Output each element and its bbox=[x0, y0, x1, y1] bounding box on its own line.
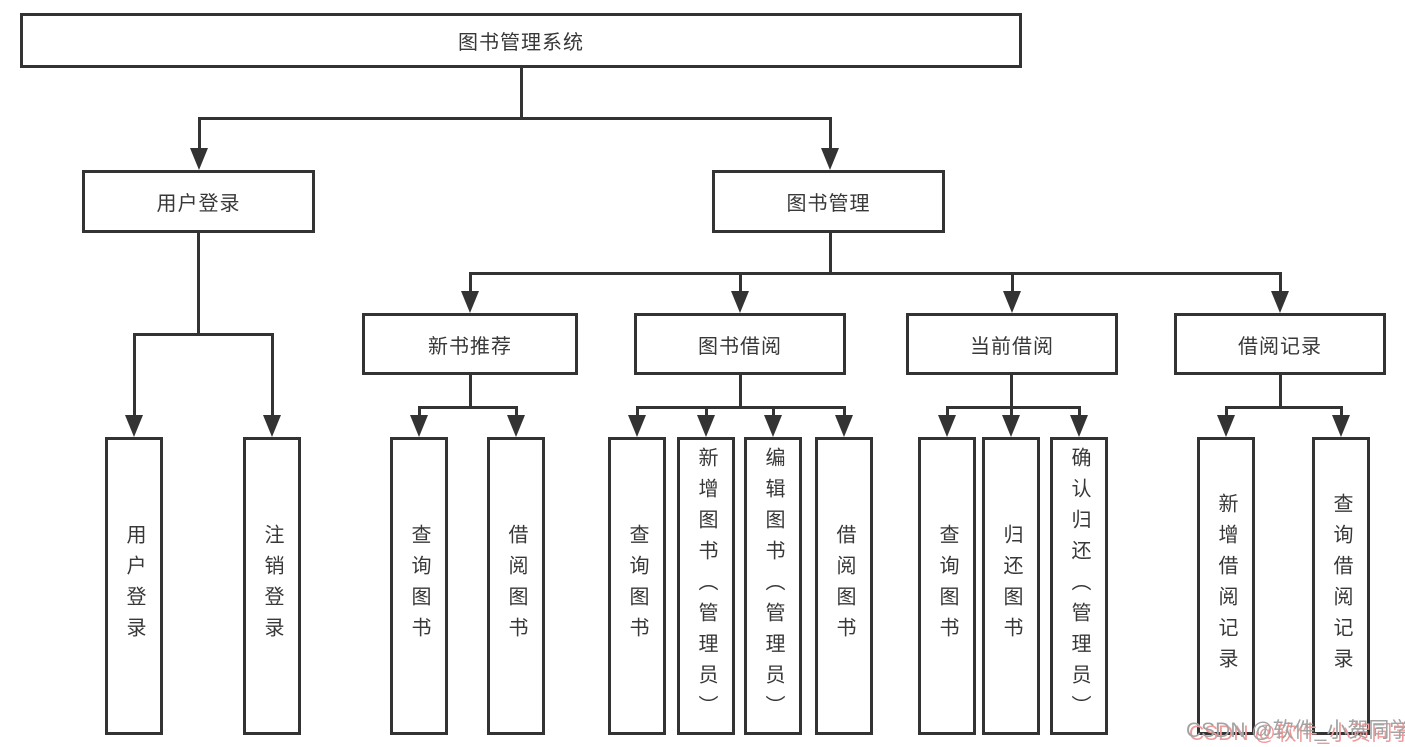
connector-line bbox=[418, 406, 518, 409]
leaf-label: 新增图书（管理员） bbox=[695, 446, 717, 726]
leaf-label: 借阅图书 bbox=[833, 524, 855, 648]
arrowhead-down-icon bbox=[1002, 415, 1020, 437]
node-new-book-recommend: 新书推荐 bbox=[362, 313, 578, 375]
arrowhead-down-icon bbox=[1271, 291, 1289, 313]
connector-line bbox=[198, 117, 201, 151]
connector-line bbox=[418, 406, 421, 417]
leaf-label: 确认归还（管理员） bbox=[1068, 446, 1090, 726]
leaf-user-login: 用户登录 bbox=[105, 437, 163, 735]
connector-line bbox=[1340, 406, 1343, 417]
arrowhead-down-icon bbox=[190, 148, 208, 170]
leaf-label: 查询图书 bbox=[936, 524, 958, 648]
arrowhead-down-icon bbox=[1217, 415, 1235, 437]
leaf-label: 注销登录 bbox=[261, 524, 283, 648]
leaf-label: 查询图书 bbox=[408, 524, 430, 648]
arrowhead-down-icon bbox=[628, 415, 646, 437]
connector-line bbox=[946, 406, 1081, 409]
leaf-logout: 注销登录 bbox=[243, 437, 301, 735]
arrowhead-down-icon bbox=[1332, 415, 1350, 437]
leaf-label: 借阅图书 bbox=[505, 524, 527, 648]
leaf-label: 编辑图书（管理员） bbox=[762, 446, 784, 726]
arrowhead-down-icon bbox=[731, 291, 749, 313]
connector-line bbox=[1010, 406, 1013, 417]
arrowhead-down-icon bbox=[461, 291, 479, 313]
connector-line bbox=[636, 406, 846, 409]
connector-line bbox=[1011, 272, 1014, 293]
connector-line bbox=[515, 406, 518, 417]
node-borrow-records: 借阅记录 bbox=[1174, 313, 1386, 375]
arrowhead-down-icon bbox=[1070, 415, 1088, 437]
connector-line bbox=[1279, 373, 1282, 409]
leaf-borrow-books: 借阅图书 bbox=[815, 437, 873, 735]
connector-line bbox=[636, 406, 639, 417]
arrowhead-down-icon bbox=[835, 415, 853, 437]
leaf-edit-books-admin: 编辑图书（管理员） bbox=[744, 437, 802, 735]
connector-line bbox=[469, 272, 1281, 275]
connector-line bbox=[1078, 406, 1081, 417]
node-root-system: 图书管理系统 bbox=[20, 13, 1022, 68]
node-book-borrow: 图书借阅 bbox=[634, 313, 846, 375]
connector-line bbox=[829, 231, 832, 275]
leaf-label: 用户登录 bbox=[123, 524, 145, 648]
connector-line bbox=[197, 231, 200, 335]
node-current-borrow: 当前借阅 bbox=[906, 313, 1118, 375]
arrowhead-down-icon bbox=[764, 415, 782, 437]
connector-line bbox=[1010, 373, 1013, 409]
leaf-label: 新增借阅记录 bbox=[1215, 493, 1237, 679]
node-label: 借阅记录 bbox=[1238, 335, 1322, 358]
connector-line bbox=[739, 373, 742, 409]
connector-line bbox=[843, 406, 846, 417]
arrowhead-down-icon bbox=[263, 415, 281, 437]
leaf-add-books-admin: 新增图书（管理员） bbox=[677, 437, 735, 735]
node-label: 当前借阅 bbox=[970, 335, 1054, 358]
arrowhead-down-icon bbox=[821, 148, 839, 170]
leaf-label: 归还图书 bbox=[1000, 524, 1022, 648]
node-label: 图书管理 bbox=[786, 193, 871, 215]
arrowhead-down-icon bbox=[410, 415, 428, 437]
arrowhead-down-icon bbox=[697, 415, 715, 437]
leaf-borrow-books-recommend: 借阅图书 bbox=[487, 437, 545, 735]
connector-line bbox=[772, 406, 775, 417]
arrowhead-down-icon bbox=[125, 415, 143, 437]
node-user-login: 用户登录 bbox=[82, 170, 315, 233]
node-book-management: 图书管理 bbox=[712, 170, 945, 233]
leaf-label: 查询借阅记录 bbox=[1330, 493, 1352, 679]
node-label: 用户登录 bbox=[156, 193, 241, 215]
connector-line bbox=[705, 406, 708, 417]
node-label: 新书推荐 bbox=[428, 335, 512, 358]
connector-line bbox=[271, 333, 274, 417]
node-label: 图书借阅 bbox=[698, 335, 782, 358]
connector-line bbox=[1225, 406, 1343, 409]
connector-line bbox=[739, 272, 742, 293]
leaf-query-books-current: 查询图书 bbox=[918, 437, 976, 735]
connector-line bbox=[829, 117, 832, 151]
connector-line bbox=[133, 333, 274, 336]
csdn-watermark: CSDN @软件_小贺同学 bbox=[1186, 719, 1405, 742]
connector-line bbox=[198, 117, 832, 120]
arrowhead-down-icon bbox=[938, 415, 956, 437]
leaf-confirm-return-admin: 确认归还（管理员） bbox=[1050, 437, 1108, 735]
connector-line bbox=[946, 406, 949, 417]
leaf-query-borrow-record: 查询借阅记录 bbox=[1312, 437, 1370, 735]
arrowhead-down-icon bbox=[1003, 291, 1021, 313]
node-label: 图书管理系统 bbox=[458, 32, 584, 54]
leaf-query-books-recommend: 查询图书 bbox=[390, 437, 448, 735]
leaf-return-books: 归还图书 bbox=[982, 437, 1040, 735]
connector-line bbox=[520, 66, 523, 120]
leaf-label: 查询图书 bbox=[626, 524, 648, 648]
leaf-query-books-borrow: 查询图书 bbox=[608, 437, 666, 735]
connector-line bbox=[469, 373, 472, 409]
connector-line bbox=[133, 333, 136, 417]
connector-line bbox=[469, 272, 472, 293]
leaf-add-borrow-record: 新增借阅记录 bbox=[1197, 437, 1255, 735]
connector-line bbox=[1279, 272, 1282, 293]
arrowhead-down-icon bbox=[507, 415, 525, 437]
connector-line bbox=[1225, 406, 1228, 417]
